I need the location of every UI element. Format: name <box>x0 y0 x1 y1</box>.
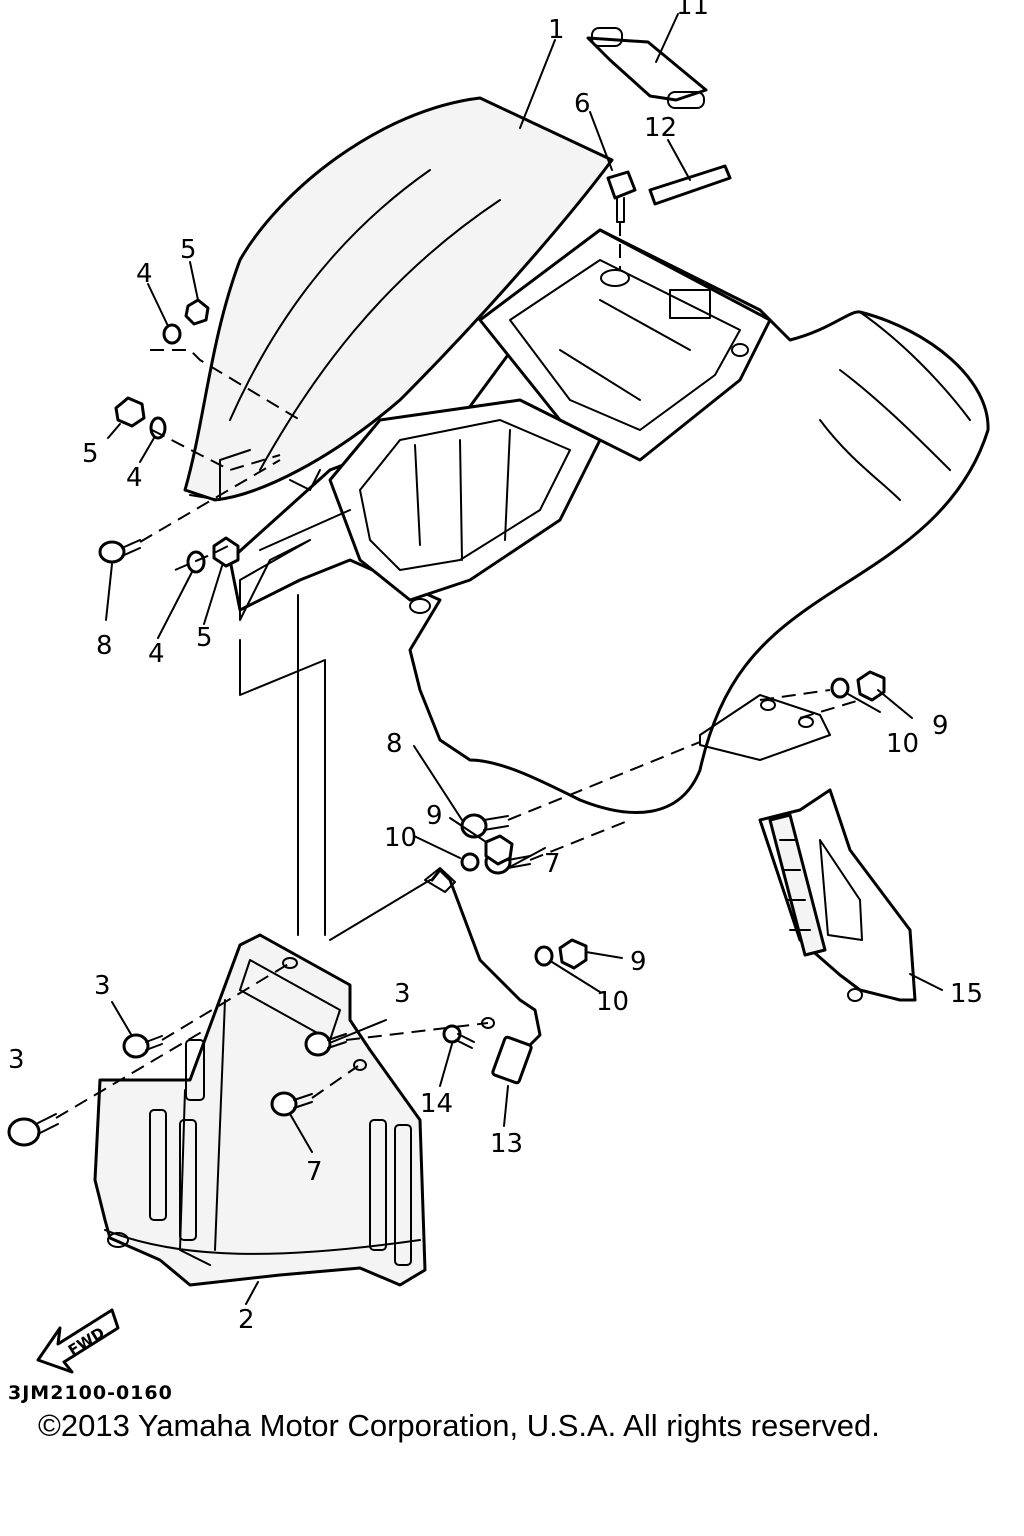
callout-9-low: 9 <box>630 947 647 977</box>
callout-8-mid: 8 <box>386 729 403 759</box>
bolt-7-low <box>270 1091 313 1117</box>
nut-5-top <box>184 298 210 326</box>
callout-6: 6 <box>574 89 591 119</box>
nut-9-mid <box>484 834 514 866</box>
washer-10-mid <box>460 852 480 872</box>
diagram-part-code: 3JM2100-0160 <box>8 1382 173 1404</box>
bolt-8-left <box>98 539 141 564</box>
callout-9-mid: 9 <box>426 801 443 831</box>
callout-3-c: 3 <box>8 1045 25 1075</box>
callout-11: 11 <box>676 0 709 21</box>
callout-5-low: 5 <box>196 623 213 653</box>
strap-part-11 <box>586 27 708 109</box>
nut-5-low <box>212 536 240 568</box>
nut-9-right <box>856 670 886 702</box>
callout-15: 15 <box>950 979 983 1009</box>
washer-4-top <box>162 323 182 345</box>
callout-7-mid: 7 <box>544 849 561 879</box>
callout-4-low: 4 <box>148 639 165 669</box>
callout-13: 13 <box>490 1129 523 1159</box>
callout-8-left: 8 <box>96 631 113 661</box>
bracket-part-13 <box>424 867 542 1085</box>
bolt-3-a <box>122 1033 163 1059</box>
rear-fender-part-1 <box>183 96 990 814</box>
callout-10-right: 10 <box>886 729 919 759</box>
bolt-3-b <box>304 1031 347 1057</box>
rear-fender-exploded-diagram: 1 11 6 12 5 4 5 4 8 4 5 8 9 10 9 10 7 9 … <box>7 0 990 1374</box>
callout-14: 14 <box>420 1089 453 1119</box>
callout-5-mid: 5 <box>82 439 99 469</box>
callout-3-b: 3 <box>394 979 411 1009</box>
nut-9-low <box>558 938 588 970</box>
callout-5-top: 5 <box>180 235 197 265</box>
copyright-notice: ©2013 Yamaha Motor Corporation, U.S.A. A… <box>38 1408 880 1443</box>
label-part-12 <box>648 164 732 206</box>
bolt-3-c <box>7 1113 59 1147</box>
callout-4-top: 4 <box>136 259 153 289</box>
bolt-14 <box>442 1024 475 1049</box>
callout-10-low: 10 <box>596 987 629 1017</box>
callout-2: 2 <box>238 1305 255 1335</box>
bolt-6 <box>606 170 637 223</box>
washer-10-low <box>534 945 554 967</box>
washer-4-mid <box>149 416 167 440</box>
bolt-8-mid <box>460 813 509 839</box>
callout-7-low: 7 <box>306 1157 323 1187</box>
callout-4-mid: 4 <box>126 463 143 493</box>
fwd-arrow-icon: FWD <box>36 1308 120 1374</box>
side-plate-part-15 <box>699 694 917 1002</box>
callout-labels: 1 11 6 12 5 4 5 4 8 4 5 8 9 10 9 10 7 9 … <box>8 0 983 1335</box>
assembly-lines <box>55 222 861 1119</box>
nut-5-mid <box>114 396 146 428</box>
callout-1: 1 <box>548 15 565 45</box>
leader-lines <box>105 13 943 1305</box>
callout-12: 12 <box>644 113 677 143</box>
callout-9-right: 9 <box>932 711 949 741</box>
washer-10-right <box>830 677 850 699</box>
mud-guard-part-2 <box>93 933 427 1287</box>
callout-3-a: 3 <box>94 971 111 1001</box>
callout-10-mid: 10 <box>384 823 417 853</box>
